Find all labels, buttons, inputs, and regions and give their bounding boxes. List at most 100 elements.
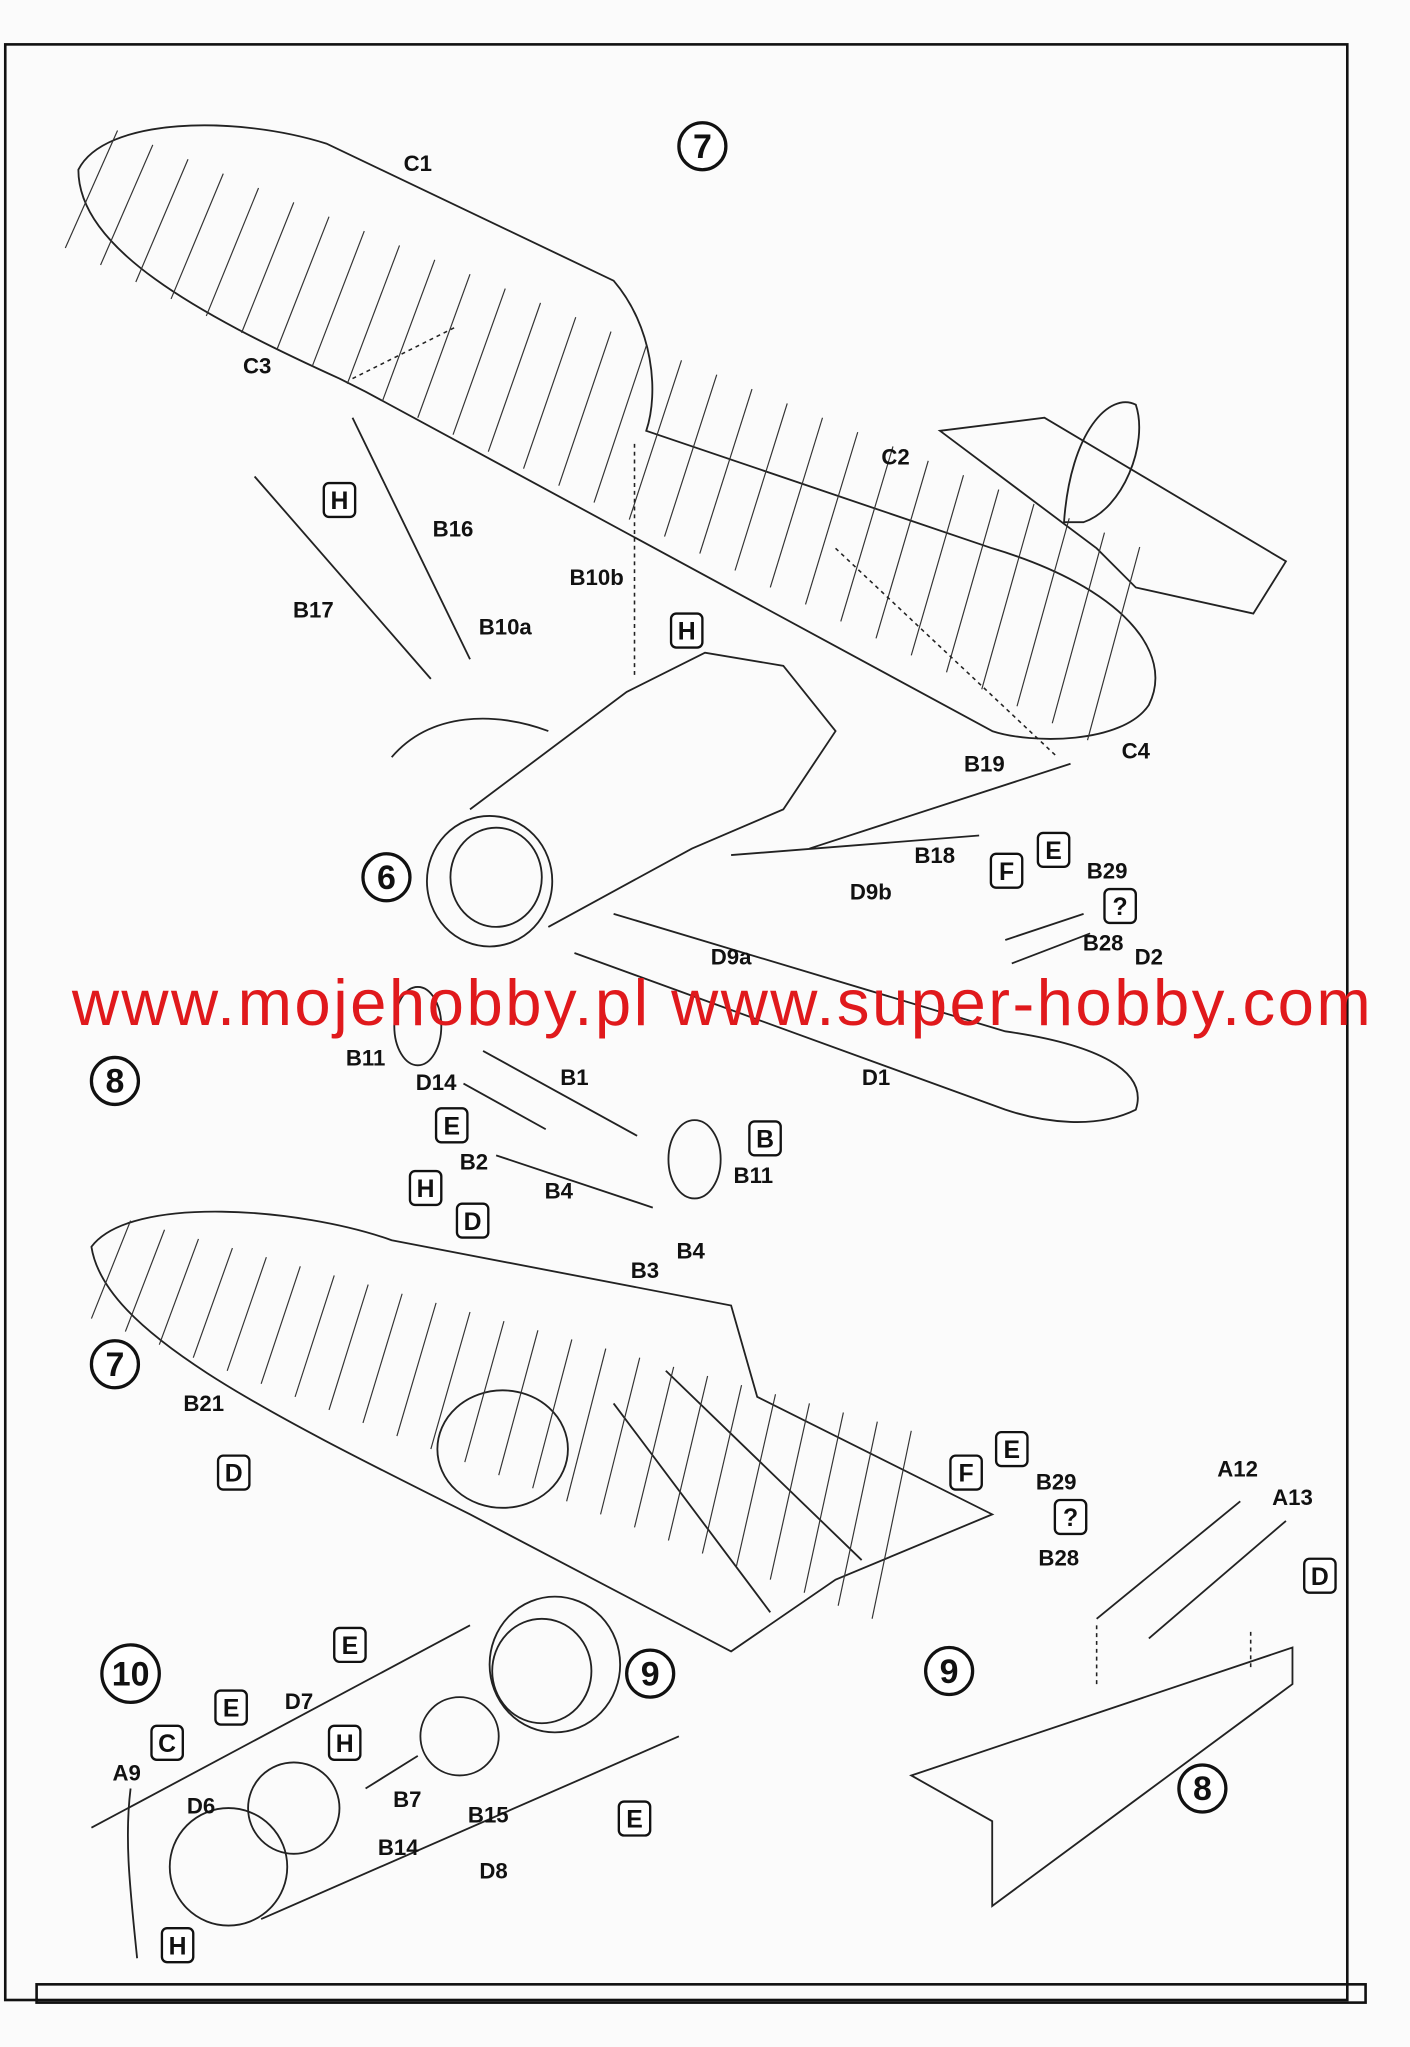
step-number: 10 bbox=[112, 1655, 150, 1693]
part-label: A9 bbox=[112, 1761, 140, 1786]
part-label: D7 bbox=[285, 1689, 313, 1714]
part-label: B10a bbox=[479, 614, 533, 639]
step-number: 9 bbox=[940, 1653, 959, 1691]
part-label: B28 bbox=[1083, 930, 1124, 955]
part-label: B11 bbox=[734, 1163, 773, 1188]
part-label: A12 bbox=[1217, 1457, 1258, 1482]
step-number-circle bbox=[677, 121, 728, 172]
sprue-letter: H bbox=[678, 619, 696, 646]
sprue-letter-box bbox=[455, 1202, 490, 1239]
sprue-letter-box bbox=[1103, 887, 1137, 925]
sprue-letter: C bbox=[158, 1731, 176, 1758]
sprue-letter-box bbox=[408, 1169, 443, 1207]
step-10-engine bbox=[90, 1595, 680, 1959]
wing-ribs bbox=[90, 1220, 912, 1619]
wing-ribs bbox=[64, 130, 1141, 741]
sprue-letter: E bbox=[1004, 1437, 1021, 1464]
part-label: B3 bbox=[631, 1258, 659, 1283]
part-label: D9a bbox=[711, 945, 752, 970]
sprue-letter: E bbox=[443, 1113, 460, 1140]
sprue-letter-box bbox=[1036, 831, 1071, 869]
sprue-letter: D bbox=[464, 1209, 482, 1236]
sprue-letter: F bbox=[959, 1461, 974, 1488]
part-label: C4 bbox=[1122, 738, 1151, 763]
page-border bbox=[3, 43, 1349, 2002]
part-label: B19 bbox=[964, 752, 1005, 777]
sprue-letter: H bbox=[417, 1176, 435, 1203]
sprue-letter: ? bbox=[1113, 894, 1128, 921]
step-7-upper-wing bbox=[77, 124, 1288, 740]
sprue-letter: E bbox=[223, 1696, 240, 1723]
part-label: B18 bbox=[914, 843, 955, 868]
part-label: B15 bbox=[468, 1802, 509, 1827]
sprue-letter-box bbox=[150, 1724, 184, 1761]
step-number-circle bbox=[1177, 1763, 1228, 1814]
step-number-circle bbox=[923, 1645, 975, 1697]
sprue-letter: E bbox=[626, 1807, 643, 1834]
sprue-letter: D bbox=[1311, 1564, 1329, 1591]
part-label: C3 bbox=[243, 353, 271, 378]
sprue-letter: ? bbox=[1063, 1505, 1078, 1532]
step-number-circle bbox=[625, 1648, 676, 1699]
sprue-letter-box bbox=[1053, 1498, 1088, 1536]
part-label: B29 bbox=[1087, 859, 1128, 884]
part-label: B10b bbox=[570, 565, 624, 590]
step-number-circle bbox=[89, 1339, 141, 1390]
sprue-letter: F bbox=[999, 859, 1014, 886]
sprue-letter-box bbox=[322, 481, 357, 519]
step-number-circle bbox=[100, 1643, 161, 1704]
part-label: B4 bbox=[545, 1178, 574, 1203]
part-label: D1 bbox=[862, 1065, 890, 1090]
step-number: 7 bbox=[693, 128, 712, 166]
sprue-letter: E bbox=[342, 1633, 359, 1660]
part-label: D14 bbox=[416, 1070, 457, 1095]
part-label: B14 bbox=[378, 1835, 419, 1860]
page-border-bottom bbox=[35, 1983, 1367, 2004]
part-label: B4 bbox=[676, 1238, 705, 1263]
part-label: B29 bbox=[1036, 1470, 1077, 1495]
step-number: 6 bbox=[377, 859, 396, 897]
sprue-letter: H bbox=[169, 1933, 187, 1960]
part-label: B1 bbox=[560, 1065, 588, 1090]
sprue-letter-box bbox=[216, 1454, 251, 1491]
part-label: D2 bbox=[1135, 945, 1163, 970]
part-label: B11 bbox=[346, 1045, 385, 1070]
part-label: C1 bbox=[404, 151, 432, 176]
sprue-letter-box bbox=[214, 1689, 248, 1726]
step-number: 9 bbox=[641, 1655, 660, 1693]
sprue-letter-box bbox=[748, 1120, 782, 1157]
step-number: 7 bbox=[105, 1346, 124, 1384]
part-label: D8 bbox=[479, 1859, 507, 1884]
sprue-letter-box bbox=[617, 1800, 652, 1837]
sprue-letter: E bbox=[1045, 838, 1062, 865]
step-number-circle bbox=[89, 1055, 141, 1107]
part-label: B2 bbox=[460, 1150, 488, 1175]
sprue-letter-box bbox=[327, 1724, 362, 1761]
step-number-circle bbox=[361, 852, 412, 903]
sprue-letter-box bbox=[989, 852, 1024, 889]
sprue-letter-box bbox=[160, 1927, 195, 1964]
step-number: 8 bbox=[105, 1063, 124, 1101]
sprue-letter-box bbox=[1303, 1557, 1337, 1594]
step-9-tail bbox=[909, 1500, 1294, 1908]
part-label: B16 bbox=[433, 517, 474, 542]
watermark-text: www.mojehobby.pl www.super-hobby.com bbox=[71, 966, 1371, 1039]
sprue-letter-box bbox=[669, 612, 704, 649]
part-label: B7 bbox=[393, 1787, 421, 1812]
sprue-letter-box bbox=[949, 1454, 983, 1491]
part-label: C2 bbox=[881, 445, 909, 470]
part-label: B17 bbox=[293, 597, 334, 622]
sprue-letter: D bbox=[225, 1461, 243, 1488]
part-label: D9b bbox=[850, 879, 892, 904]
sprue-letter-box bbox=[333, 1626, 367, 1664]
part-label: B28 bbox=[1038, 1545, 1079, 1570]
part-label: D6 bbox=[187, 1793, 215, 1818]
part-label: A13 bbox=[1272, 1485, 1313, 1510]
sprue-letter: B bbox=[756, 1127, 774, 1154]
sprue-letter: H bbox=[331, 488, 349, 515]
part-label: B21 bbox=[183, 1391, 224, 1416]
sprue-letter: H bbox=[336, 1731, 354, 1758]
step-number: 8 bbox=[1193, 1770, 1212, 1808]
